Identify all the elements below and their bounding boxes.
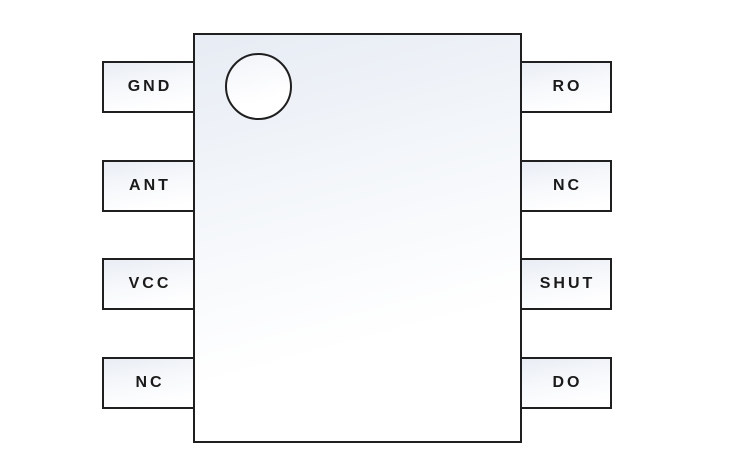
ic-body <box>193 33 522 443</box>
pin-ro: RO <box>522 61 612 113</box>
pin-label: ANT <box>129 177 171 194</box>
pin-gnd: GND <box>102 61 193 113</box>
pin1-indicator-icon <box>225 53 292 120</box>
pin-label: SHUT <box>539 275 596 292</box>
pin-label: NC <box>552 177 583 194</box>
pin-label: RO <box>552 78 583 95</box>
pin-label: VCC <box>128 275 172 292</box>
pin-label: GND <box>127 78 173 95</box>
pin-do: DO <box>522 357 612 409</box>
pin-label: NC <box>135 374 165 391</box>
pin-nc-right: NC <box>522 160 612 212</box>
pin-ant: ANT <box>102 160 193 212</box>
pin-nc-left: NC <box>102 357 193 409</box>
pin-label: DO <box>552 374 583 391</box>
pin-vcc: VCC <box>102 258 193 310</box>
pin-shut: SHUT <box>522 258 612 310</box>
